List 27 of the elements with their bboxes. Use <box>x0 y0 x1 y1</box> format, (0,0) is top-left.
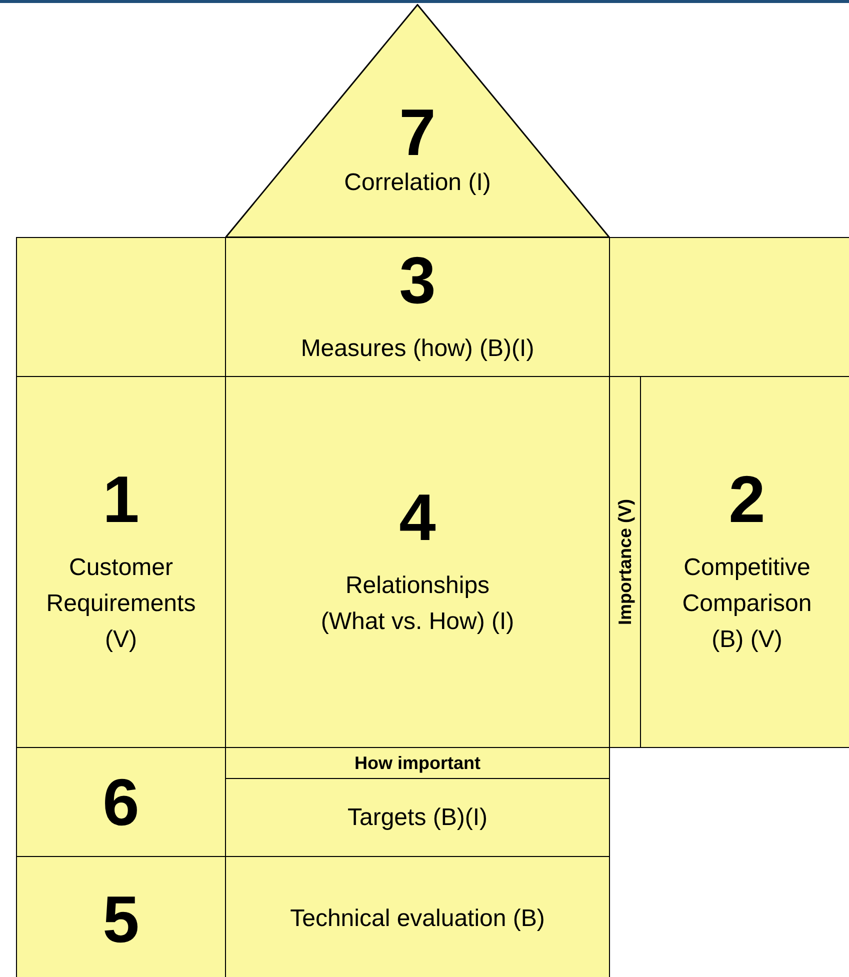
row-heading: How important <box>354 752 480 774</box>
column-heading: Importance (V) <box>614 498 636 626</box>
section-label: Relationships (What vs. How) (I) <box>320 571 516 637</box>
matrix-cell <box>225 237 610 377</box>
section-label: Customer Requirements (V) <box>45 553 197 655</box>
section-label: Correlation (I) <box>344 168 491 198</box>
importance-column <box>609 376 641 748</box>
matrix-cell <box>16 747 226 857</box>
header-strip <box>225 747 610 779</box>
matrix-cell <box>16 856 226 977</box>
roof-triangle <box>225 4 610 238</box>
section-number: 6 <box>102 769 140 835</box>
section-number: 3 <box>399 247 436 313</box>
section-number: 4 <box>399 484 436 550</box>
section-label: Competitive Comparison (B) (V) <box>681 553 813 655</box>
section-label: Targets (B)(I) <box>347 802 488 832</box>
matrix-cell <box>225 376 610 748</box>
section-number: 7 <box>399 99 436 165</box>
section-label: Measures (how) (B)(I) <box>300 334 534 364</box>
matrix-cell <box>225 856 610 977</box>
section-number: 1 <box>102 466 140 532</box>
matrix-cell <box>16 376 226 748</box>
matrix-cell <box>640 376 849 748</box>
matrix-cell <box>225 778 610 857</box>
section-label: Technical evaluation (B) <box>290 904 545 934</box>
section-number: 2 <box>728 466 766 532</box>
section-number: 5 <box>102 886 140 952</box>
